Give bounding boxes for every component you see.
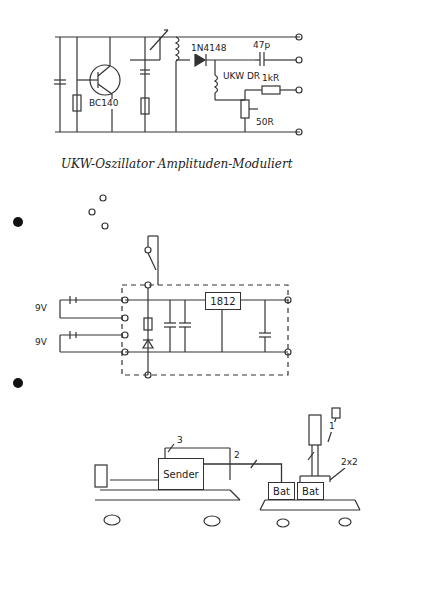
- part-label: BC140: [88, 99, 119, 109]
- sender-box: Sender: [158, 458, 204, 490]
- regulator-box: 1812: [205, 292, 241, 310]
- box-label: Sender: [163, 469, 198, 480]
- box-label: 1812: [210, 296, 235, 307]
- box-label: Bat: [273, 486, 290, 497]
- part-label: 1kR: [261, 74, 280, 84]
- box-label: Bat: [302, 486, 319, 497]
- wire-count-tick: [251, 460, 257, 468]
- battery-box: Bat: [297, 482, 324, 500]
- part-label: 2x2: [340, 458, 359, 468]
- edge-label: 2: [233, 451, 241, 461]
- cable-line: [204, 464, 282, 482]
- part-label: 9V: [34, 304, 48, 314]
- part-label: 47p: [252, 41, 271, 51]
- battery-box: Bat: [268, 482, 295, 500]
- part-label: 9V: [34, 338, 48, 348]
- part-label: 50R: [255, 118, 275, 128]
- caption-text: UKW-Oszillator Amplituden-Moduliert: [60, 158, 294, 171]
- part-label: 1N4148: [190, 44, 227, 54]
- part-label: 1: [328, 422, 336, 432]
- part-label: UKW DR: [222, 72, 261, 82]
- part-label: 3: [176, 436, 184, 446]
